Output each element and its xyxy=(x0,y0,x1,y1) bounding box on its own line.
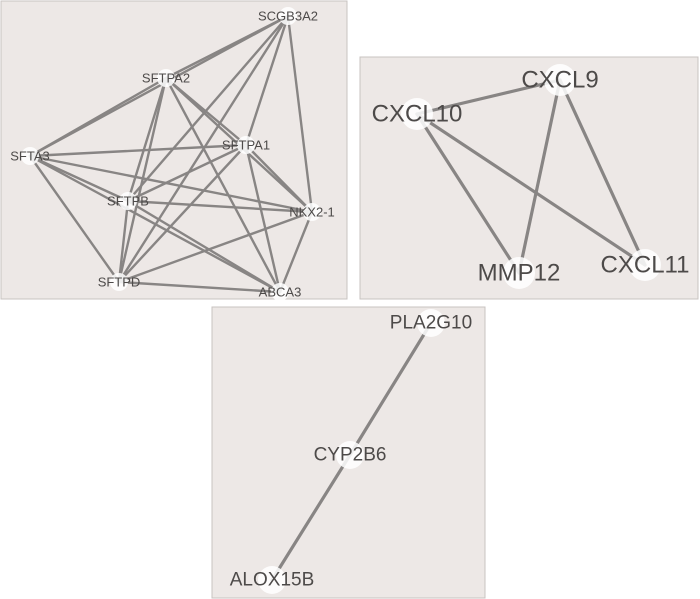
edge-sftpd-abca3 xyxy=(117,280,282,294)
edge-cxcl10-cxcl9 xyxy=(415,78,562,116)
node-circle xyxy=(544,64,576,96)
panel-network-1 xyxy=(0,0,348,300)
node-label: SFTPA2 xyxy=(142,71,190,86)
node-circle xyxy=(303,203,321,221)
node-sfta3[interactable]: SFTA3 xyxy=(10,147,50,165)
node-sftpb[interactable]: SFTPB xyxy=(107,192,149,210)
node-label: SFTA3 xyxy=(10,149,50,164)
node-cxcl11[interactable]: CXCL11 xyxy=(601,249,690,281)
edge-nkx2-1-sftpd xyxy=(117,210,314,284)
node-cxcl9[interactable]: CXCL9 xyxy=(521,64,599,96)
edge-pla2g10-cyp2b6 xyxy=(348,321,433,457)
node-label: SCGB3A2 xyxy=(258,9,318,24)
edge-scgb3a2-sftpa1 xyxy=(244,14,290,147)
node-label: NKX2-1 xyxy=(289,205,335,220)
node-sftpa1[interactable]: SFTPA1 xyxy=(222,136,270,154)
edge-sftpa2-sftpd xyxy=(117,76,168,284)
edge-sftpa2-abca3 xyxy=(164,76,282,294)
node-label: CYP2B6 xyxy=(314,445,387,466)
node-label: SFTPD xyxy=(98,275,141,290)
node-label: SFTPB xyxy=(107,194,149,209)
edge-sftpa1-nkx2-1 xyxy=(244,143,314,214)
node-circle xyxy=(279,7,297,25)
edge-sfta3-nkx2-1 xyxy=(28,154,314,214)
edge-sftpa2-sfta3 xyxy=(28,76,168,158)
node-circle xyxy=(629,249,661,281)
edge-sfta3-sftpd xyxy=(28,154,121,284)
node-label: CXCL9 xyxy=(521,67,598,94)
edge-sftpb-sftpd xyxy=(117,199,130,284)
edge-sftpa1-abca3 xyxy=(244,143,282,294)
node-mmp12[interactable]: MMP12 xyxy=(478,257,561,289)
node-cyp2b6[interactable]: CYP2B6 xyxy=(314,441,387,469)
node-circle xyxy=(336,441,364,469)
node-cxcl10[interactable]: CXCL10 xyxy=(372,98,463,130)
edge-cxcl10-mmp12 xyxy=(415,112,521,275)
edge-cyp2b6-alox15b xyxy=(270,453,352,582)
edge-sftpa1-sftpb xyxy=(126,143,248,203)
node-alox15b[interactable]: ALOX15B xyxy=(230,566,315,594)
node-label: PLA2G10 xyxy=(390,313,472,334)
edge-sfta3-sftpb xyxy=(28,154,130,203)
edge-sftpb-nkx2-1 xyxy=(126,199,314,214)
node-circle xyxy=(119,192,137,210)
edge-cxcl10-cxcl11 xyxy=(415,112,647,267)
node-label: SFTPA1 xyxy=(222,138,270,153)
edge-cxcl9-mmp12 xyxy=(517,78,562,275)
node-pla2g10[interactable]: PLA2G10 xyxy=(390,309,472,337)
node-circle xyxy=(21,147,39,165)
edges-layer xyxy=(28,14,647,582)
node-sftpd[interactable]: SFTPD xyxy=(98,273,141,291)
edge-scgb3a2-sftpb xyxy=(126,14,290,203)
node-label: CXCL11 xyxy=(601,252,690,279)
edge-sfta3-sftpa1 xyxy=(28,143,248,158)
node-label: CXCL10 xyxy=(372,101,463,128)
node-circle xyxy=(417,309,445,337)
node-sftpa2[interactable]: SFTPA2 xyxy=(142,69,190,87)
edge-sftpa1-sftpd xyxy=(117,143,248,284)
edge-sftpa2-sftpb xyxy=(126,76,168,203)
node-scgb3a2[interactable]: SCGB3A2 xyxy=(258,7,318,25)
edge-cxcl9-cxcl11 xyxy=(558,78,647,267)
node-circle xyxy=(271,283,289,301)
node-label: ABCA3 xyxy=(259,285,302,300)
node-circle xyxy=(503,257,535,289)
node-circle xyxy=(401,98,433,130)
edge-nkx2-1-abca3 xyxy=(278,210,314,294)
edge-scgb3a2-nkx2-1 xyxy=(286,14,314,214)
node-circle xyxy=(258,566,286,594)
node-circle xyxy=(110,273,128,291)
node-circle xyxy=(237,136,255,154)
node-abca3[interactable]: ABCA3 xyxy=(259,283,302,301)
node-label: MMP12 xyxy=(478,260,561,287)
node-label: ALOX15B xyxy=(230,570,315,591)
edge-sftpa2-sftpa1 xyxy=(164,76,248,147)
edge-sfta3-abca3 xyxy=(28,154,282,294)
edge-sftpb-abca3 xyxy=(126,199,282,294)
node-circle xyxy=(157,69,175,87)
node-nkx2-1[interactable]: NKX2-1 xyxy=(289,203,335,221)
